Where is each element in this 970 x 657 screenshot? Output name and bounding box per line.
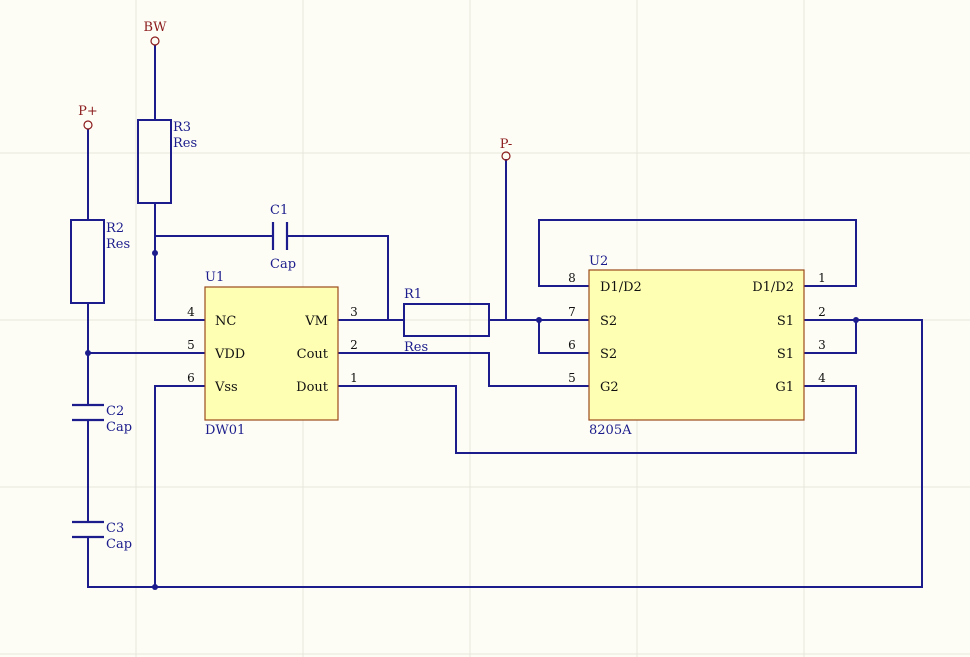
u1-pin-num-5: 5 — [187, 338, 195, 352]
resistor-r2-value: Res — [106, 237, 130, 252]
capacitor-c3[interactable]: C3 Cap — [72, 520, 132, 552]
u2-pin-name-7: S2 — [600, 314, 617, 329]
port-bw-label: BW — [144, 20, 168, 35]
u2-pin-name-1: D1/D2 — [752, 280, 794, 295]
resistor-r1-body[interactable] — [403, 303, 490, 337]
u2-pin-num-8: 8 — [568, 271, 576, 285]
junctions — [85, 250, 859, 590]
u2-pin-name-2: S1 — [777, 314, 794, 329]
wire-r3-nc — [154, 202, 206, 321]
resistor-r2-body[interactable] — [70, 219, 105, 304]
wire-c1-right — [287, 235, 389, 321]
resistor-r3[interactable]: R3 Res — [137, 119, 197, 204]
junction-dot — [536, 317, 542, 323]
capacitor-c3-designator: C3 — [106, 521, 124, 536]
junction-dot — [152, 584, 158, 590]
resistor-r3-value: Res — [173, 136, 197, 151]
u2-pin-name-8: D1/D2 — [600, 280, 642, 295]
wire-dout-g1 — [337, 385, 857, 454]
u1-pin-num-3: 3 — [350, 305, 358, 319]
u2-pin-num-2: 2 — [818, 305, 826, 319]
u2-pin-num-6: 6 — [568, 338, 576, 352]
capacitor-c1-value: Cap — [270, 257, 296, 272]
ic-u2-designator: U2 — [589, 254, 608, 269]
port-p-minus-terminal[interactable] — [501, 151, 511, 161]
port-p-minus-label: P- — [500, 137, 512, 152]
ic-u2-part: 8205A — [589, 423, 632, 438]
wire-d1d2-loop — [538, 219, 857, 287]
junction-dot — [85, 350, 91, 356]
resistor-r3-designator: R3 — [173, 120, 191, 135]
port-p-plus-terminal[interactable] — [83, 120, 93, 130]
u1-pin-num-1: 1 — [350, 371, 358, 385]
resistor-r3-body[interactable] — [137, 119, 172, 204]
ic-u1-part: DW01 — [205, 423, 245, 438]
resistor-r2-designator: R2 — [106, 221, 124, 236]
resistor-r2[interactable]: R2 Res — [70, 219, 130, 304]
capacitor-c2[interactable]: C2 Cap — [72, 403, 132, 435]
u1-pin-num-2: 2 — [350, 338, 358, 352]
wire-c3-bottom — [87, 319, 923, 588]
wire-s1-bridge — [803, 319, 857, 354]
capacitor-c2-designator: C2 — [106, 404, 124, 419]
port-bw[interactable]: BW — [144, 20, 168, 46]
u1-pin-name-cout: Cout — [297, 347, 329, 362]
resistor-r1[interactable]: R1 Res — [403, 287, 490, 355]
u1-pin-name-nc: NC — [215, 314, 236, 329]
u1-pin-name-dout: Dout — [296, 380, 329, 395]
u2-pin-num-5: 5 — [568, 371, 576, 385]
u2-pin-name-5: G2 — [600, 380, 619, 395]
u1-pin-num-6: 6 — [187, 371, 195, 385]
port-bw-terminal[interactable] — [150, 36, 160, 46]
u1-pin-name-vm: VM — [304, 314, 328, 329]
u2-pin-name-6: S2 — [600, 347, 617, 362]
wire-s2-bridge — [538, 319, 590, 354]
u1-pin-name-vdd: VDD — [214, 347, 245, 362]
capacitor-c1-designator: C1 — [270, 203, 288, 218]
capacitor-c2-value: Cap — [106, 420, 132, 435]
ic-u1-designator: U1 — [205, 270, 224, 285]
u2-pin-num-3: 3 — [818, 338, 826, 352]
u2-pin-num-1: 1 — [818, 271, 826, 285]
u2-pin-num-7: 7 — [568, 305, 576, 319]
ic-u2[interactable]: U2 8205A D1/D2 S2 S2 G2 D1/D2 S1 S1 G1 8… — [556, 254, 838, 438]
u1-pin-name-vss: Vss — [214, 380, 238, 395]
u2-pin-num-4: 4 — [818, 371, 826, 385]
capacitor-c1[interactable]: C1 Cap — [270, 203, 296, 272]
resistor-r1-value: Res — [404, 340, 428, 355]
port-p-plus[interactable]: P+ — [78, 104, 98, 130]
junction-dot — [152, 250, 158, 256]
u1-pin-num-4: 4 — [187, 305, 195, 319]
capacitor-c3-value: Cap — [106, 537, 132, 552]
junction-dot — [853, 317, 859, 323]
wire-cout-g2 — [337, 352, 590, 387]
port-p-minus[interactable]: P- — [500, 137, 512, 161]
resistor-r1-designator: R1 — [404, 287, 422, 302]
port-p-plus-label: P+ — [78, 104, 98, 119]
ic-u1[interactable]: U1 DW01 NC VDD Vss VM Cout Dout 4 5 6 3 … — [172, 270, 371, 438]
u2-pin-name-4: G1 — [775, 380, 794, 395]
ic-u1-body[interactable] — [204, 286, 339, 421]
ic-u2-body[interactable] — [588, 269, 805, 421]
u2-pin-name-3: S1 — [777, 347, 794, 362]
